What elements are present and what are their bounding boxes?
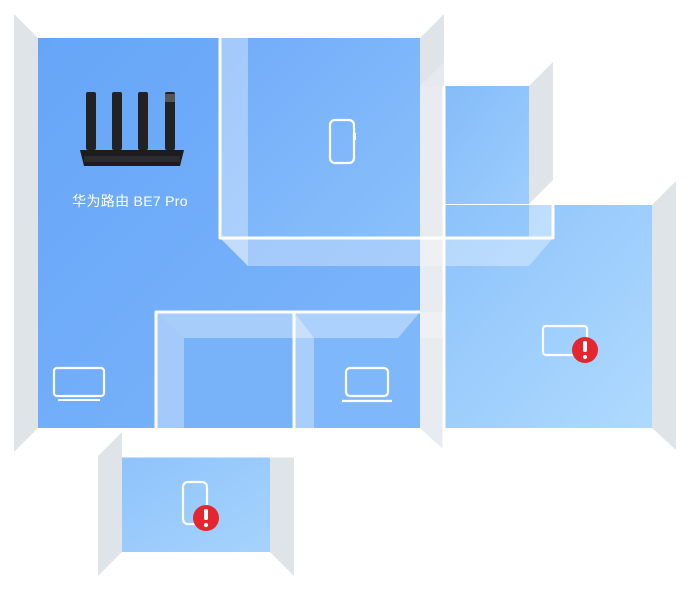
middle-bottom-room <box>294 312 420 428</box>
tv-icon[interactable] <box>52 366 106 401</box>
middle-left-room <box>156 312 294 428</box>
room-floors <box>38 38 652 552</box>
phone-icon[interactable] <box>328 118 356 165</box>
bottom-left-room <box>122 456 270 552</box>
router-label: 华为路由 BE7 Pro <box>72 193 188 209</box>
laptop-icon[interactable] <box>342 366 392 403</box>
router-icon <box>80 92 184 166</box>
top-middle-room <box>220 38 420 238</box>
warning-icon <box>193 505 219 531</box>
small-right-room <box>444 86 529 204</box>
wall-depth <box>122 38 553 456</box>
walls <box>14 14 676 576</box>
right-room <box>444 205 652 428</box>
warning-icon <box>572 337 598 363</box>
wall-outlines <box>122 38 555 458</box>
